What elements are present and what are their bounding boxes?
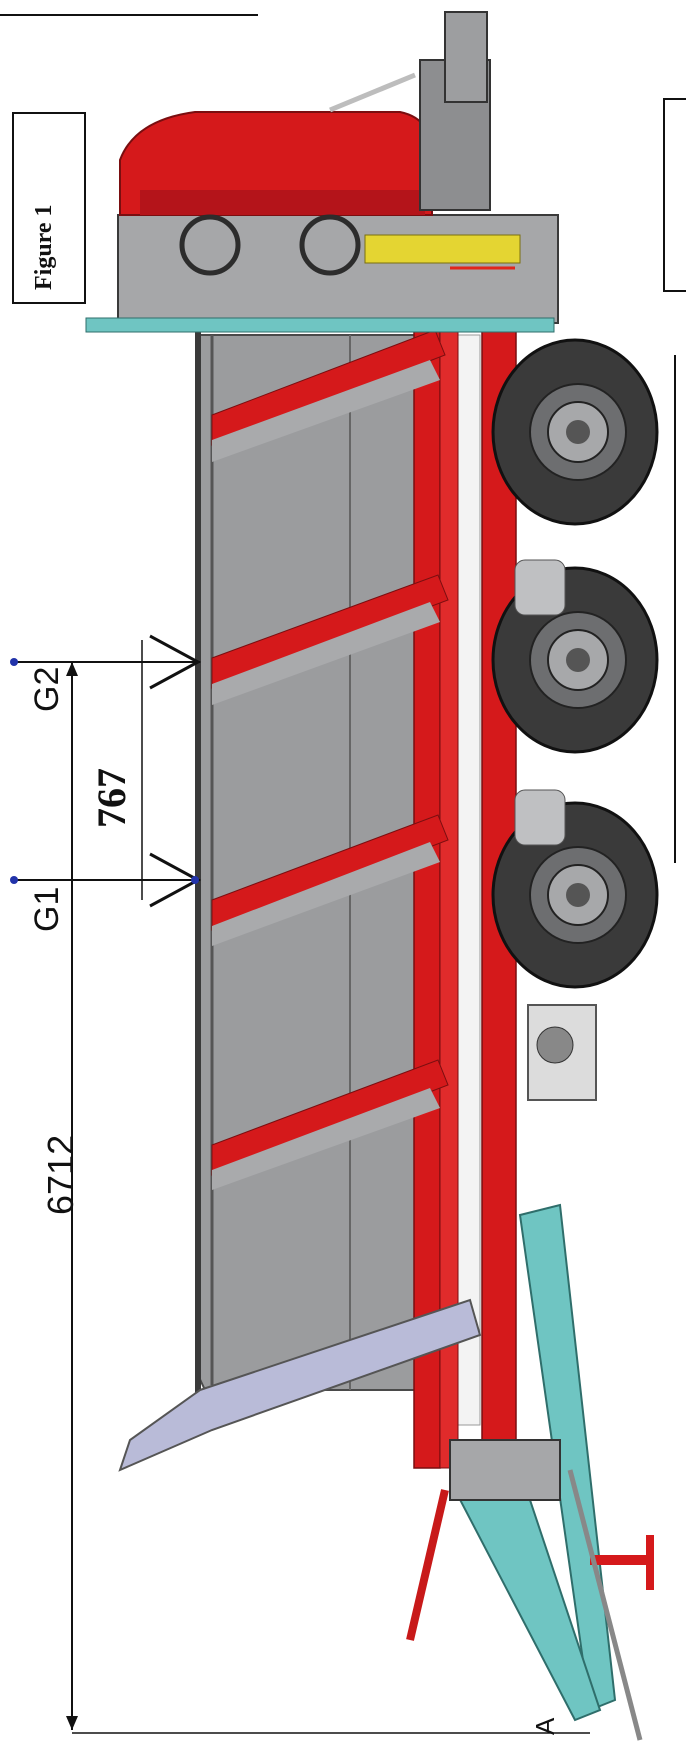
jack-red-rod — [406, 1489, 449, 1641]
chassis-rail-outer — [413, 317, 441, 1469]
g1-contact-marker — [191, 876, 199, 884]
top-rule-line — [0, 14, 258, 16]
wheel-1 — [491, 338, 659, 526]
rotor-1 — [179, 214, 241, 276]
stiffener-3 — [211, 814, 449, 931]
figure-label-box — [12, 112, 86, 304]
drawbar — [518, 1203, 617, 1712]
axle-support — [514, 559, 566, 616]
stiffener-grey-4 — [212, 1088, 440, 1190]
stiffener-grey-1 — [212, 360, 440, 462]
chassis-rail-white — [457, 334, 481, 1426]
tail-plate — [118, 1298, 482, 1472]
g1-marker — [10, 876, 18, 884]
stiffener-1 — [211, 329, 446, 446]
spacing-dimension-label: 767 — [89, 768, 134, 828]
g2-arrow — [149, 634, 202, 690]
rotor-2 — [299, 214, 361, 276]
point-label-g2: G2 — [28, 666, 66, 712]
hydraulic-rod — [329, 72, 416, 113]
g2-marker — [10, 658, 18, 666]
stiffener-2 — [211, 574, 449, 689]
spreader-trailer — [85, 11, 659, 1741]
stiffener-grey-2 — [212, 602, 440, 705]
drawbar-grey-link — [567, 1469, 643, 1741]
overall-length-label: 6712 — [40, 1134, 81, 1215]
overall-dim-arrow-top — [66, 662, 78, 676]
beater-head-top — [444, 11, 488, 103]
hitch-block — [449, 1439, 561, 1501]
beater-cover-dark — [140, 190, 425, 215]
beater-plate-cyan — [85, 317, 555, 333]
stiffener-4 — [211, 1059, 449, 1176]
right-cropped-frame-line — [674, 355, 676, 863]
axle-support-2 — [514, 789, 566, 846]
overall-dim-arrow-bot — [66, 1716, 78, 1730]
point-label-g1: G1 — [28, 886, 66, 932]
wheel-3 — [491, 801, 659, 989]
point-label-a: A — [530, 1717, 560, 1735]
chassis-rail-bottom — [439, 317, 459, 1469]
stiffener-grey-3 — [212, 842, 440, 946]
dimension-lines — [14, 634, 590, 1734]
hydraulic-bracket — [364, 234, 521, 264]
support-wheel — [536, 1026, 574, 1064]
right-cropped-box — [663, 98, 686, 292]
